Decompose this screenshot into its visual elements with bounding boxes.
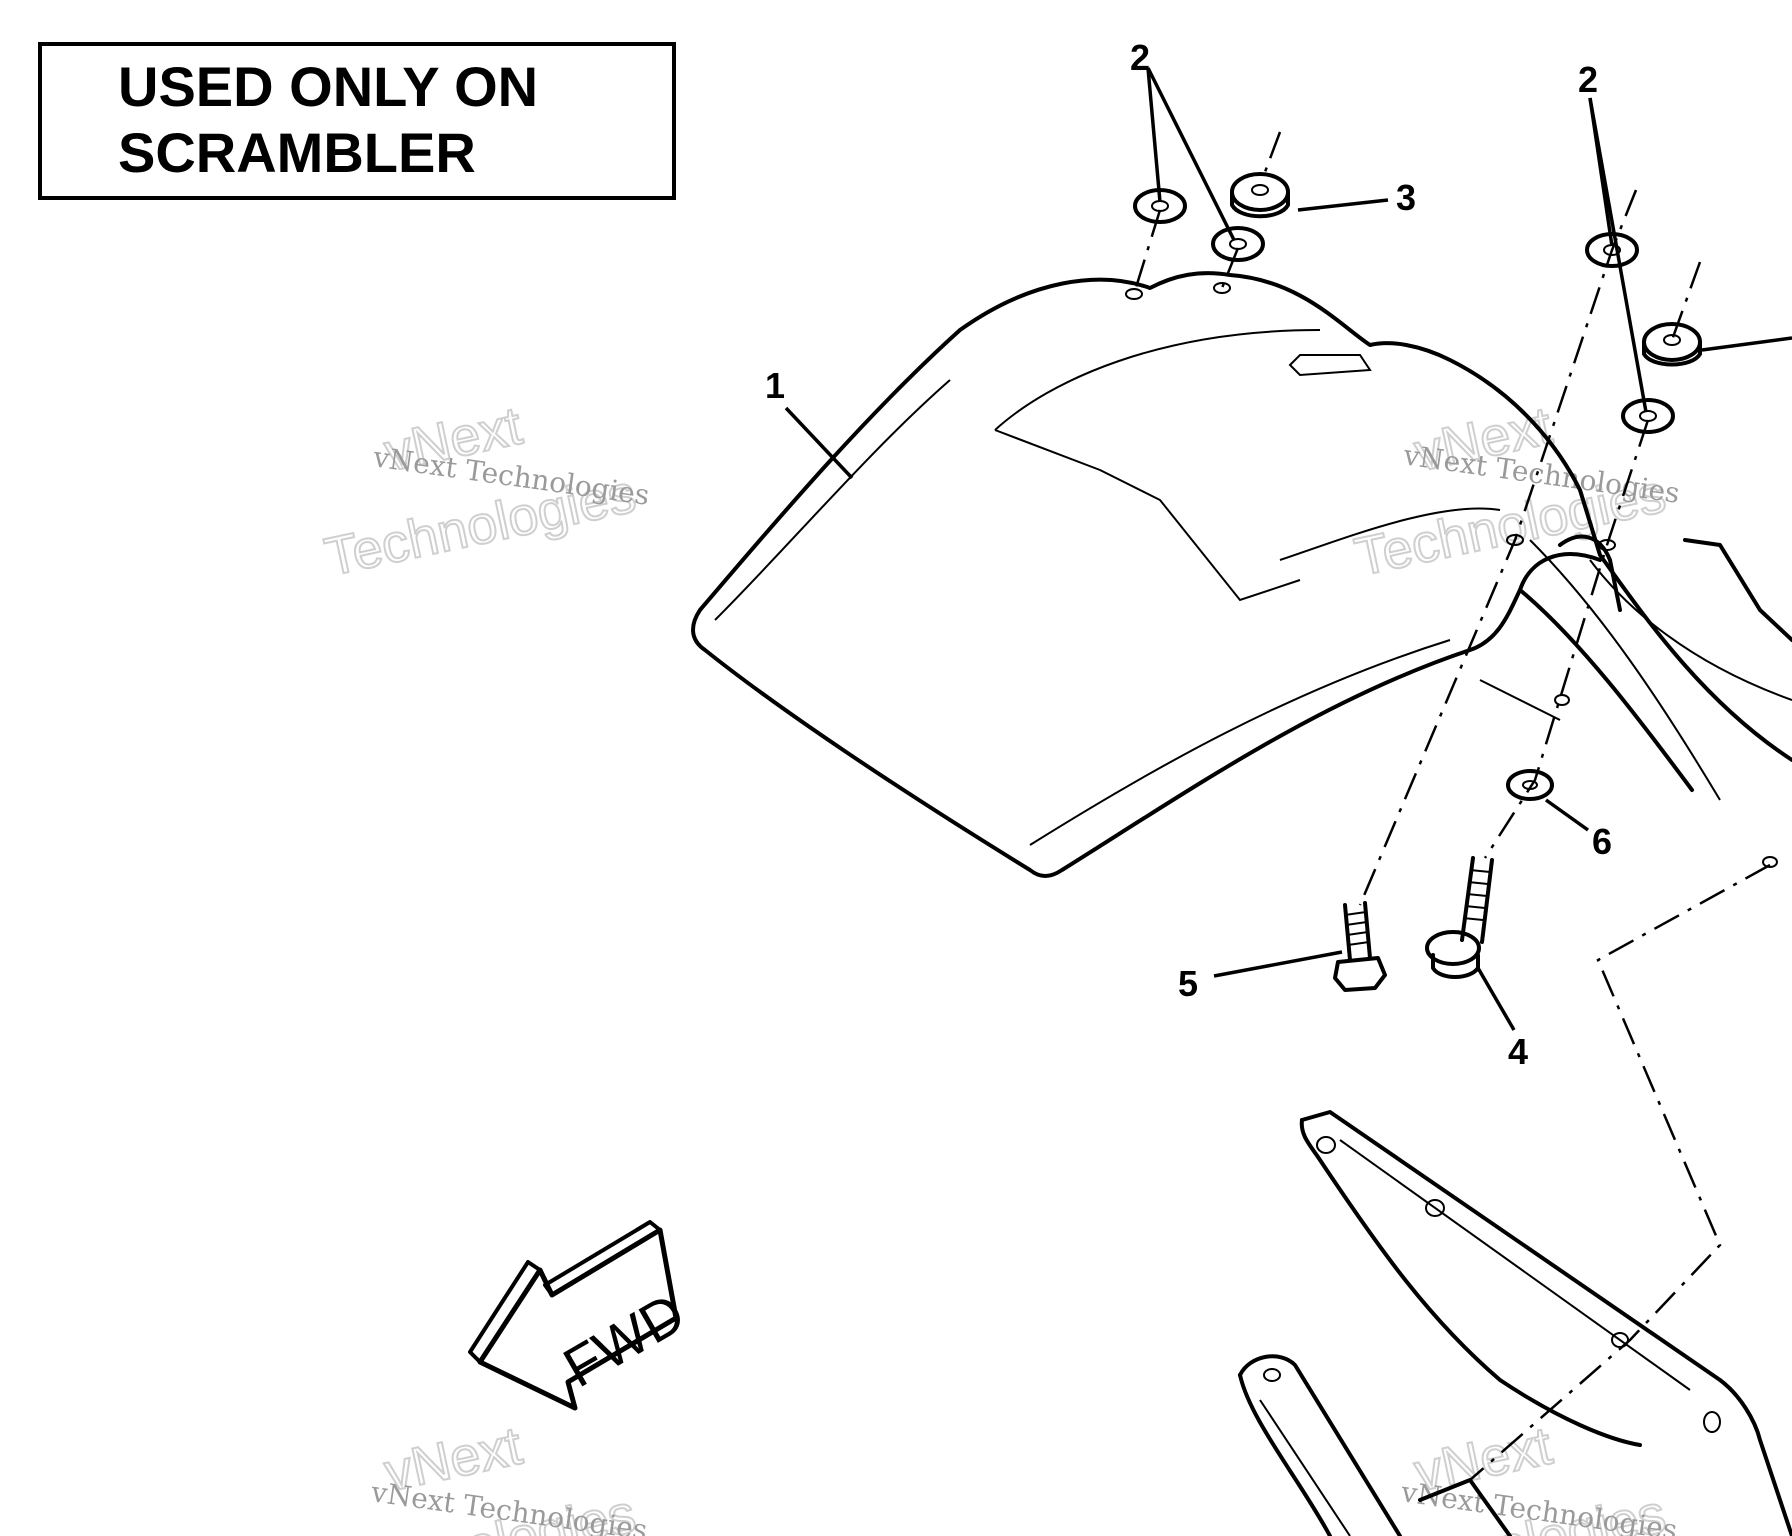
fwd-arrow-icon: FWD xyxy=(468,1220,695,1411)
bolt-part-5 xyxy=(1333,901,1387,992)
callout-4: 4 xyxy=(1508,1031,1528,1072)
callout-6: 6 xyxy=(1592,821,1612,862)
bracket-part xyxy=(1238,1110,1792,1536)
fender-part xyxy=(691,271,1792,878)
grommet-part xyxy=(1230,172,1702,367)
callouts: 2 2 3 1 6 5 4 xyxy=(765,37,1612,1072)
notice-box: USED ONLY ON SCRAMBLER xyxy=(38,42,676,200)
assembly-lines xyxy=(1132,131,1771,1481)
callout-5: 5 xyxy=(1178,963,1198,1004)
leader-lines xyxy=(784,67,1792,1031)
notice-line1: USED ONLY ON xyxy=(118,55,538,118)
callout-3: 3 xyxy=(1396,177,1416,218)
notice-line2: SCRAMBLER xyxy=(118,121,476,184)
callout-2a: 2 xyxy=(1130,37,1150,78)
callout-1: 1 xyxy=(765,365,785,406)
bolt-part-4 xyxy=(1425,856,1494,979)
callout-2b: 2 xyxy=(1578,59,1598,100)
